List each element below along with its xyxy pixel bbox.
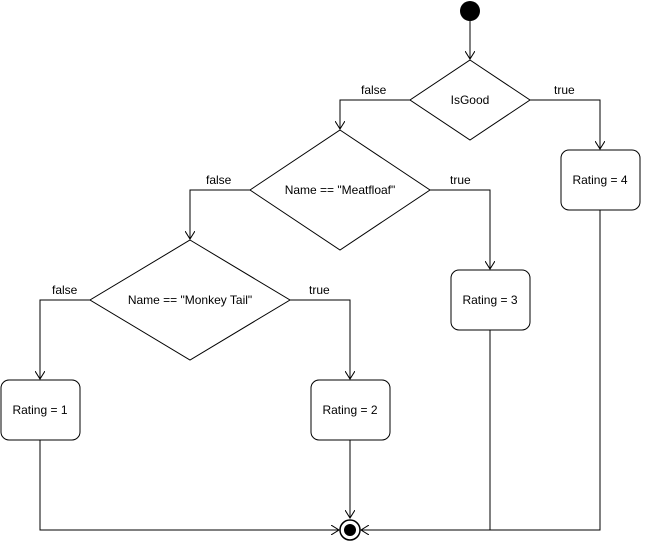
decision-is-good-label: IsGood — [451, 93, 490, 107]
decision-meatfloaf — [249, 129, 431, 251]
action-rating-2-label: Rating = 2 — [322, 403, 377, 417]
connectors — [40, 21, 600, 530]
action-rating-2 — [310, 379, 391, 441]
edge-label-isgood-true: true — [554, 83, 575, 97]
edge-label-monkeytail-true: true — [309, 283, 330, 297]
edge-label-isgood-false: false — [361, 83, 387, 97]
edge-meatfloaf-true — [430, 189, 490, 269]
edge-label-meatfloaf-false: false — [206, 173, 232, 187]
edge-isgood-true — [530, 99, 600, 149]
decision-meatfloaf-label: Name == "Meatfloaf" — [285, 183, 396, 197]
decision-monkey-tail-label: Name == "Monkey Tail" — [128, 293, 252, 307]
edge-label-monkeytail-false: false — [52, 283, 78, 297]
edge-monkeytail-false — [40, 299, 90, 379]
action-rating-4 — [560, 149, 641, 211]
edge-label-meatfloaf-true: true — [450, 173, 471, 187]
action-rating-3 — [450, 269, 531, 331]
edge-rating1-to-end — [39, 440, 339, 530]
edge-rating4-to-end — [490, 210, 601, 531]
action-rating-4-label: Rating = 4 — [572, 173, 627, 187]
start-node — [460, 1, 480, 21]
decision-monkey-tail — [89, 239, 291, 361]
decision-is-good — [409, 59, 531, 141]
edge-monkeytail-true — [290, 299, 350, 379]
end-node — [339, 519, 361, 541]
action-rating-3-label: Rating = 3 — [462, 293, 517, 307]
edge-isgood-false — [340, 99, 410, 129]
action-rating-1 — [0, 379, 81, 441]
action-rating-1-label: Rating = 1 — [12, 403, 67, 417]
edge-meatfloaf-false — [190, 189, 250, 239]
